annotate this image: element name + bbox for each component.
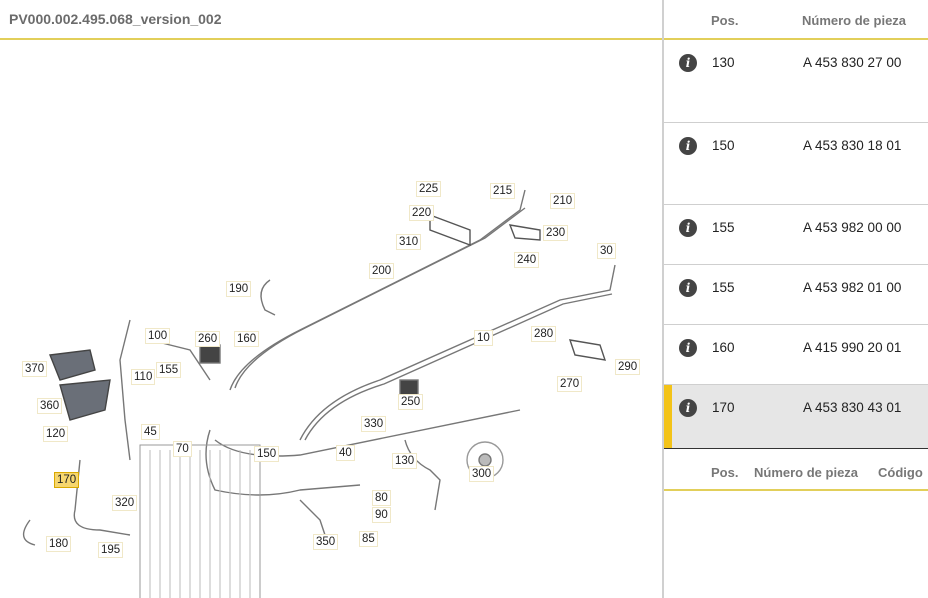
callout-350[interactable]: 350 (313, 534, 339, 550)
part-number-cell: A 453 830 27 00 (803, 55, 902, 70)
callout-70[interactable]: 70 (173, 441, 192, 457)
callout-280[interactable]: 280 (531, 326, 557, 342)
pos-cell: 155 (712, 280, 735, 295)
callout-210[interactable]: 210 (550, 193, 576, 209)
callout-300[interactable]: 300 (469, 466, 495, 482)
part-number-cell: A 453 982 00 00 (803, 220, 902, 235)
callout-180[interactable]: 180 (46, 536, 72, 552)
part-number-cell: A 453 982 01 00 (803, 280, 902, 295)
callout-260[interactable]: 260 (195, 331, 221, 347)
part-number-cell: A 453 830 18 01 (803, 138, 902, 153)
callout-230[interactable]: 230 (543, 225, 569, 241)
callout-10[interactable]: 10 (474, 330, 493, 346)
header-pos[interactable]: Pos. (711, 13, 739, 28)
callout-220[interactable]: 220 (409, 205, 435, 221)
callout-170-highlighted[interactable]: 170 (54, 472, 80, 488)
callout-310[interactable]: 310 (396, 234, 422, 250)
pos-cell: 170 (712, 400, 735, 415)
callout-215[interactable]: 215 (490, 183, 516, 199)
info-icon[interactable]: i (679, 399, 697, 417)
pos-cell: 150 (712, 138, 735, 153)
callout-160[interactable]: 160 (234, 331, 260, 347)
pos-cell: 160 (712, 340, 735, 355)
table-row[interactable]: i 160 A 415 990 20 01 (664, 325, 928, 385)
callout-100[interactable]: 100 (145, 328, 171, 344)
callout-85[interactable]: 85 (359, 531, 378, 547)
info-icon[interactable]: i (679, 219, 697, 237)
pos-cell: 130 (712, 55, 735, 70)
callout-45[interactable]: 45 (141, 424, 160, 440)
table-row[interactable]: i 155 A 453 982 01 00 (664, 265, 928, 325)
callout-80[interactable]: 80 (372, 490, 391, 506)
table-row[interactable]: i 130 A 453 830 27 00 (664, 40, 928, 123)
callout-150[interactable]: 150 (254, 446, 280, 462)
parts-table-panel: Pos. Número de pieza i 130 A 453 830 27 … (662, 0, 928, 598)
table-row-selected[interactable]: i 170 A 453 830 43 01 (664, 385, 928, 449)
footer-header-code[interactable]: Código (878, 465, 923, 480)
part-number-cell: A 415 990 20 01 (803, 340, 902, 355)
callout-190[interactable]: 190 (226, 281, 252, 297)
footer-header-part-number[interactable]: Número de pieza (754, 465, 859, 480)
callout-90[interactable]: 90 (372, 507, 391, 523)
callout-155[interactable]: 155 (156, 362, 182, 378)
callout-130[interactable]: 130 (392, 453, 418, 469)
diagram-panel: PV000.002.495.068_version_002 225 215 21… (0, 11, 662, 598)
table-row[interactable]: i 150 A 453 830 18 01 (664, 123, 928, 205)
info-icon[interactable]: i (679, 54, 697, 72)
header-part-number[interactable]: Número de pieza (802, 13, 907, 28)
callout-360[interactable]: 360 (37, 398, 63, 414)
callout-200[interactable]: 200 (369, 263, 395, 279)
parts-diagram[interactable]: 225 215 210 220 230 310 240 200 30 190 1… (0, 40, 662, 598)
callout-110[interactable]: 110 (131, 369, 156, 385)
divider (0, 38, 662, 40)
info-icon[interactable]: i (679, 137, 697, 155)
callout-290[interactable]: 290 (615, 359, 641, 375)
callout-225[interactable]: 225 (416, 181, 442, 197)
callout-270[interactable]: 270 (557, 376, 583, 392)
info-icon[interactable]: i (679, 339, 697, 357)
callout-195[interactable]: 195 (98, 542, 124, 558)
callout-250[interactable]: 250 (398, 394, 424, 410)
callout-40[interactable]: 40 (336, 445, 355, 461)
diagram-drawing (22, 189, 616, 598)
callout-240[interactable]: 240 (514, 252, 540, 268)
callout-120[interactable]: 120 (43, 426, 69, 442)
footer-header-pos[interactable]: Pos. (711, 465, 739, 480)
diagram-title: PV000.002.495.068_version_002 (9, 11, 222, 27)
header-divider (664, 38, 928, 40)
info-icon[interactable]: i (679, 279, 697, 297)
footer-header-divider (664, 489, 928, 491)
callout-320[interactable]: 320 (112, 495, 138, 511)
pos-cell: 155 (712, 220, 735, 235)
part-number-cell: A 453 830 43 01 (803, 400, 902, 415)
table-row[interactable]: i 155 A 453 982 00 00 (664, 205, 928, 265)
callout-370[interactable]: 370 (22, 361, 48, 377)
callout-330[interactable]: 330 (361, 416, 387, 432)
callout-30[interactable]: 30 (597, 243, 616, 259)
